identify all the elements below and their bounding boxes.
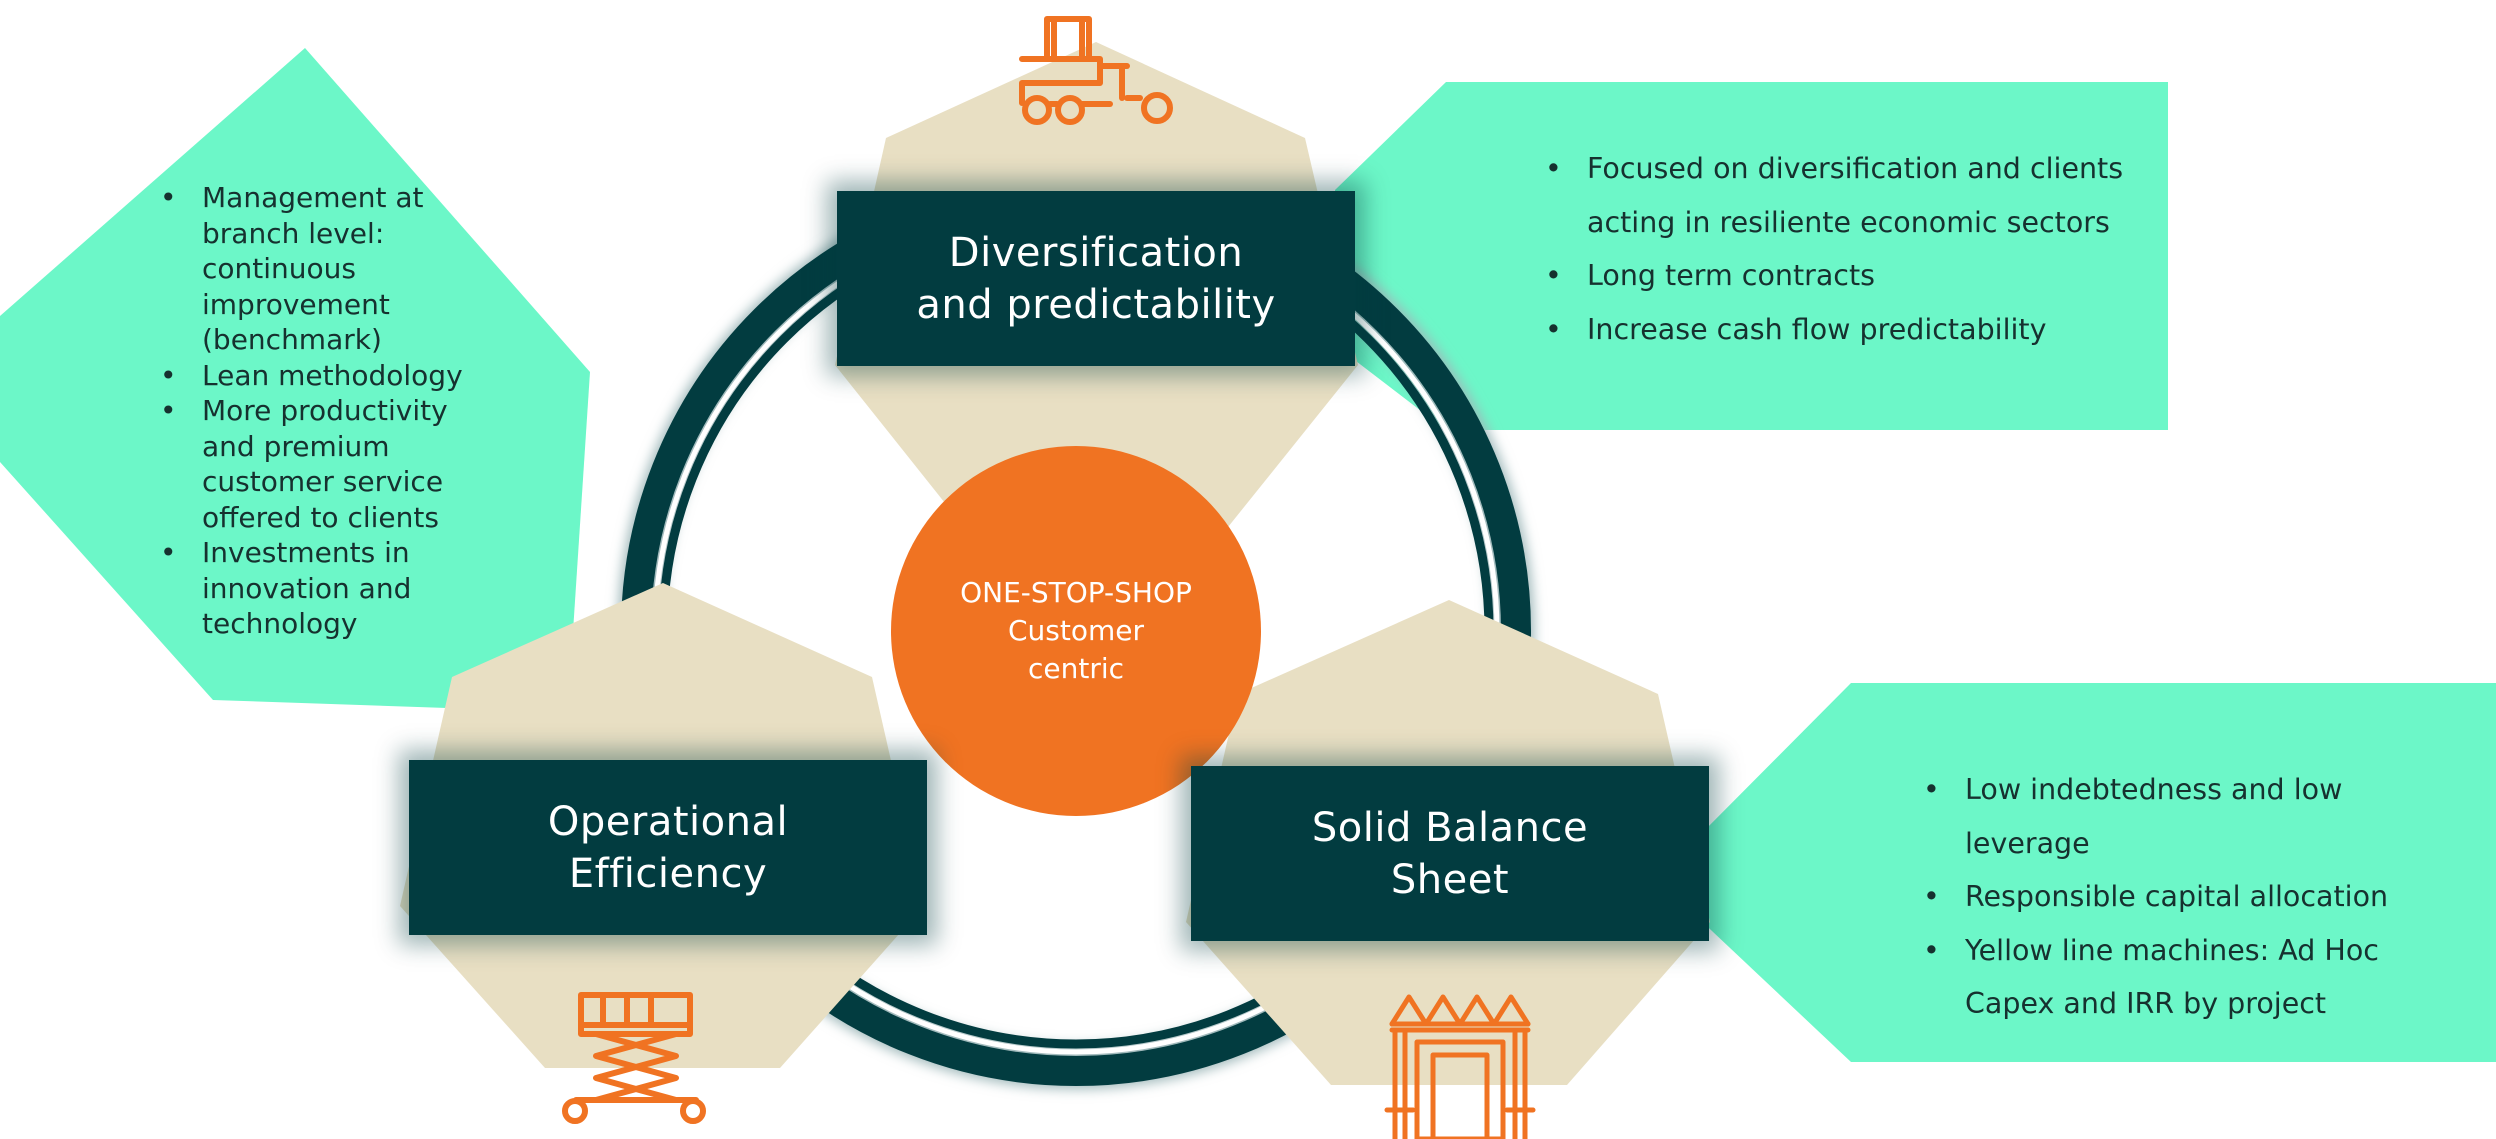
center-line3: centric — [1027, 651, 1124, 685]
tractor-icon — [1019, 16, 1173, 125]
operational-title-line1: Operational — [547, 798, 789, 845]
diversification-box: Diversification and predictability — [837, 191, 1355, 366]
bullet-item: Investments in innovation and technology — [160, 535, 500, 642]
operational-efficiency-box: Operational Efficiency — [409, 760, 927, 935]
bullet-item: Lean methodology — [160, 358, 500, 394]
balance-sheet-points: Low indebtedness and low leverage Respon… — [1923, 763, 2463, 1031]
balance-title-line1: Solid Balance — [1311, 804, 1589, 851]
bullet-item: Yellow line machines: Ad Hoc Capex and I… — [1923, 924, 2463, 1031]
center-line2: Customer — [1007, 614, 1144, 648]
bullet-item: Long term contracts — [1545, 249, 2185, 303]
center-line1: ONE-STOP-SHOP — [960, 576, 1192, 610]
scissor-lift-icon — [562, 992, 706, 1124]
center-circle — [891, 446, 1261, 816]
diversification-title-line2: and predictability — [916, 281, 1276, 328]
operational-title-line2: Efficiency — [568, 850, 768, 897]
diversification-title-line1: Diversification — [948, 229, 1244, 276]
operational-efficiency-points: Management at branch level: continuous i… — [160, 180, 500, 642]
bullet-item: Focused on diversification and clients a… — [1545, 142, 2185, 249]
bullet-item: Increase cash flow predictability — [1545, 303, 2185, 357]
bullet-item: Low indebtedness and low leverage — [1923, 763, 2463, 870]
bullet-item: Management at branch level: continuous i… — [160, 180, 500, 358]
balance-title-line2: Sheet — [1390, 856, 1510, 903]
solid-balance-sheet-box: Solid Balance Sheet — [1191, 766, 1709, 941]
diversification-points: Focused on diversification and clients a… — [1545, 142, 2185, 356]
bullet-item: Responsible capital allocation — [1923, 870, 2463, 924]
bullet-item: More productivity and premium customer s… — [160, 393, 500, 535]
center-label: ONE-STOP-SHOP Customer centric — [891, 446, 1261, 816]
scaffold-icon — [1384, 994, 1536, 1139]
